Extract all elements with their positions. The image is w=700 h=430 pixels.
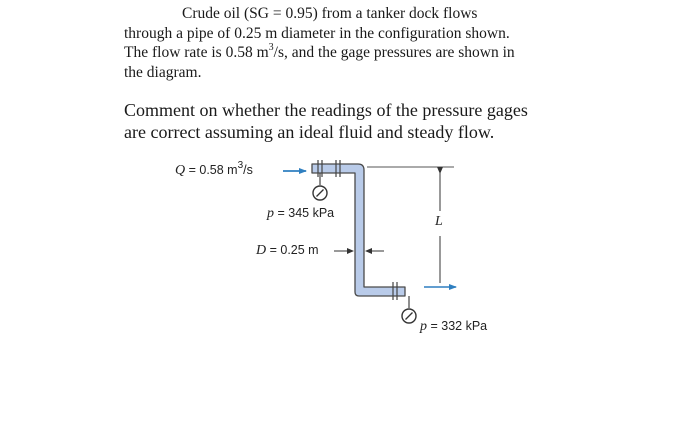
problem-line-2: through a pipe of 0.25 m diameter in the… (124, 24, 510, 42)
flow-rate-text: The flow rate is 0.58 m (124, 44, 269, 61)
upper-gage-icon (312, 185, 328, 201)
diameter-label: D = 0.25 m (256, 243, 319, 258)
upper-pressure-label: p = 345 kPa (267, 206, 335, 221)
problem-line-4: the diagram. (124, 63, 202, 81)
flow-rate-label: Q = 0.58 m3/s (175, 159, 253, 178)
outlet-flange (392, 282, 398, 300)
lower-gage-icon (401, 308, 417, 324)
question-line-2: are correct assuming an ideal fluid and … (124, 122, 495, 142)
problem-line-1: Crude oil (SG = 0.95) from a tanker dock… (182, 5, 478, 22)
question-statement: Comment on whether the readings of the p… (124, 99, 594, 143)
length-label: L (435, 214, 443, 229)
problem-line-3: The flow rate is 0.58 m3/s, and the gage… (124, 41, 572, 63)
cube-superscript: 3 (268, 41, 274, 53)
gage-text: /s, and the gage pressures are shown in (273, 44, 515, 61)
inlet-flange (317, 160, 341, 177)
pipe (311, 163, 406, 297)
lower-pressure-label: p = 332 kPa (420, 319, 488, 334)
problem-statement: Crude oil (SG = 0.95) from a tanker dock… (124, 4, 572, 82)
question-line-1: Comment on whether the readings of the p… (124, 100, 528, 120)
